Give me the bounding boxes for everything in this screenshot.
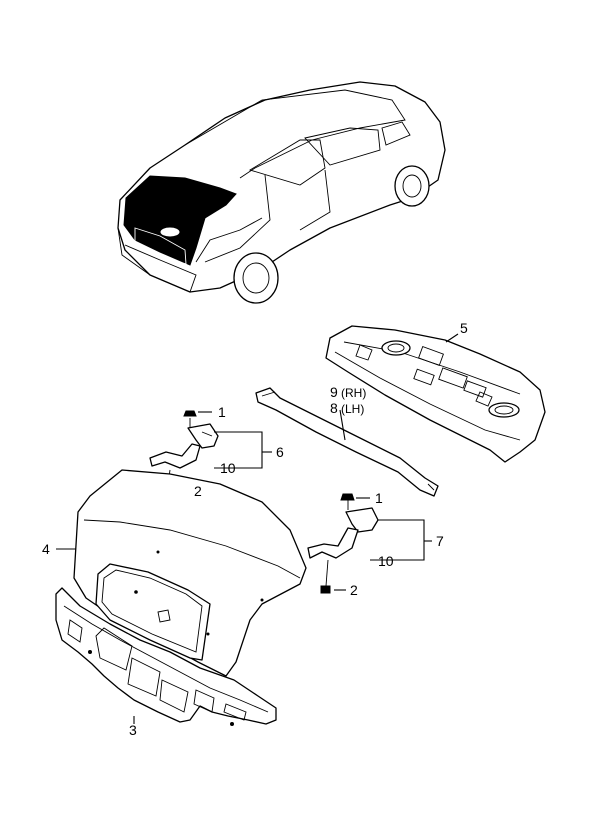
callout-9-side: (RH)	[341, 386, 366, 400]
rear-package-tray-panel	[325, 325, 546, 463]
callout-8: 8	[330, 400, 338, 416]
callout-10-upper: 10	[220, 460, 236, 476]
callout-5: 5	[460, 320, 468, 336]
callout-9: 9	[330, 384, 338, 400]
car-overview-illustration	[117, 81, 446, 304]
callout-2-lower: 2	[350, 582, 358, 598]
callout-2-upper: 2	[194, 483, 202, 499]
callout-3: 3	[129, 722, 137, 738]
callout-8-side: (LH)	[341, 402, 364, 416]
rear-back-panel	[55, 587, 277, 726]
callout-6: 6	[276, 444, 284, 460]
callout-4: 4	[42, 541, 50, 557]
trunk-lid	[73, 469, 307, 677]
callout-7: 7	[436, 533, 444, 549]
callout-1-upper: 1	[218, 404, 226, 420]
trunk-lid-torsion-bar	[255, 387, 439, 497]
callout-10-lower: 10	[378, 553, 394, 569]
lower-hinge-assembly	[307, 493, 379, 594]
upper-hinge-assembly	[149, 410, 219, 491]
callout-1-lower: 1	[375, 490, 383, 506]
